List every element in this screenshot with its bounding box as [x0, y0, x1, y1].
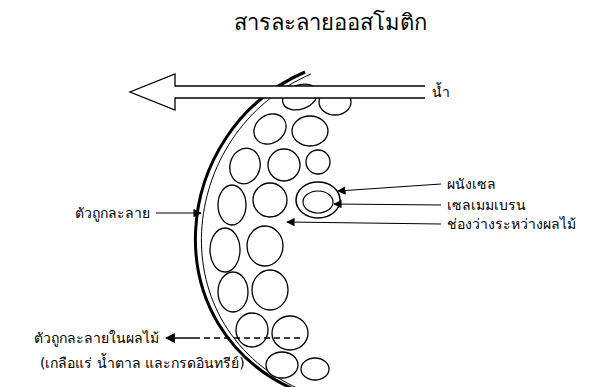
leader-line	[287, 222, 441, 224]
leader-line	[338, 184, 441, 191]
water-arrow	[130, 74, 425, 110]
part-label: ช่องว่างระหว่างผลไม้	[447, 216, 576, 232]
leader-line	[334, 204, 441, 205]
cell-membrane	[303, 191, 333, 213]
part-label: (เกลือแร่ น้ำตาล และกรดอินทรีย์)	[40, 355, 245, 371]
dashed-arrow	[200, 337, 300, 338]
cell-wall	[296, 182, 340, 218]
fruit-skin-inner	[201, 74, 311, 387]
part-label: เซลเมมเบรน	[447, 197, 526, 213]
part-label: น้ำ	[432, 84, 450, 100]
part-label: ตัวถูกละลาย	[75, 205, 150, 221]
dashed-arrow-head	[166, 337, 200, 338]
leader-line	[156, 212, 201, 213]
fruit-cells	[210, 80, 351, 380]
part-label: ผนังเซล	[447, 176, 496, 192]
diagram-title: สารละลายออสโมติก	[234, 10, 427, 35]
part-label: ตัวถูกละลายในผลไม้	[34, 330, 159, 346]
